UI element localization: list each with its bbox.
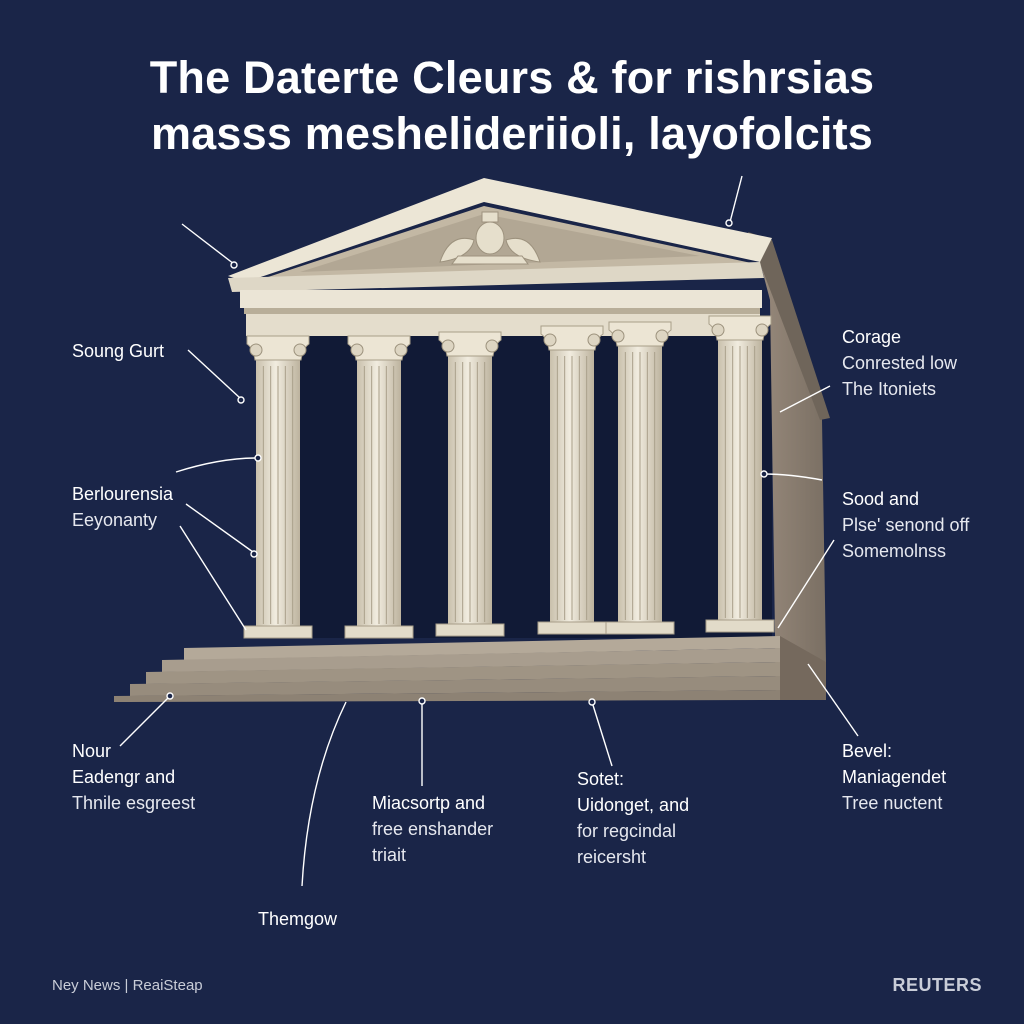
leader-dot-8 xyxy=(760,470,768,478)
column-2 xyxy=(344,335,414,639)
leader-line-9 xyxy=(777,539,835,629)
leader-line-4 xyxy=(175,457,258,473)
leader-dot-2 xyxy=(725,219,733,227)
label-corage: Corage Conrested low The Itoniets xyxy=(842,327,958,399)
label-sood-and: Sood and Plse' senond off Somemolnss xyxy=(842,489,970,561)
temple-steps xyxy=(114,636,826,702)
entablature-architrave xyxy=(246,314,760,336)
leader-line-5 xyxy=(185,503,254,553)
leader-dot-3 xyxy=(237,396,245,404)
label-nour: Nour Eadengr and Thnile esgreest xyxy=(72,741,196,813)
entablature-line xyxy=(244,308,760,314)
temple-side-wall xyxy=(760,262,826,700)
columns-group xyxy=(243,315,775,639)
leader-lines xyxy=(119,175,859,887)
leader-line-11 xyxy=(301,701,347,887)
leader-dot-5 xyxy=(250,550,258,558)
temple-interior xyxy=(262,330,772,638)
title-line-1: The Daterte Cleurs & for rishrsias xyxy=(149,52,875,103)
pediment xyxy=(228,178,772,282)
footer-credit: Ney News | ReaiSteap xyxy=(52,977,203,994)
title-line-2: masss meshelideriioli, layofolcits xyxy=(150,108,874,159)
column-3 xyxy=(435,331,505,637)
label-bevel: Bevel: Maniagendet Tree nuctent xyxy=(842,741,947,813)
temple-roof-side xyxy=(748,232,830,420)
leader-dot-12 xyxy=(418,697,426,705)
label-miacsortp: Miacsortp and free enshander triait xyxy=(372,793,494,865)
entablature-frieze xyxy=(240,290,762,308)
leader-line-1 xyxy=(181,223,235,265)
label-berlourensia: Berlourensia Eeyonanty xyxy=(72,484,174,530)
pediment-sculpture xyxy=(439,211,541,265)
leader-line-13 xyxy=(591,701,613,767)
label-soung-gurt: Soung Gurt xyxy=(72,341,165,361)
leader-line-6 xyxy=(179,525,247,631)
leader-dot-1 xyxy=(230,261,238,269)
column-4 xyxy=(537,325,607,635)
leader-line-10 xyxy=(119,695,171,747)
column-5 xyxy=(605,321,675,635)
leader-line-7 xyxy=(779,385,831,413)
footer-brand-logo: REUTERS xyxy=(892,975,982,995)
column-1 xyxy=(243,335,313,639)
leader-dot-10 xyxy=(166,692,174,700)
leader-line-14 xyxy=(807,663,859,737)
entablature-top xyxy=(228,262,764,292)
leader-line-8 xyxy=(763,473,823,481)
column-6 xyxy=(705,315,775,633)
leader-dot-4 xyxy=(254,454,262,462)
leader-dot-13 xyxy=(588,698,596,706)
label-sotet: Sotet: Uidonget, and for regcindal reice… xyxy=(577,769,690,867)
leader-line-3 xyxy=(187,349,241,399)
leader-line-2 xyxy=(729,175,743,223)
label-themgow: Themgow xyxy=(258,909,338,929)
